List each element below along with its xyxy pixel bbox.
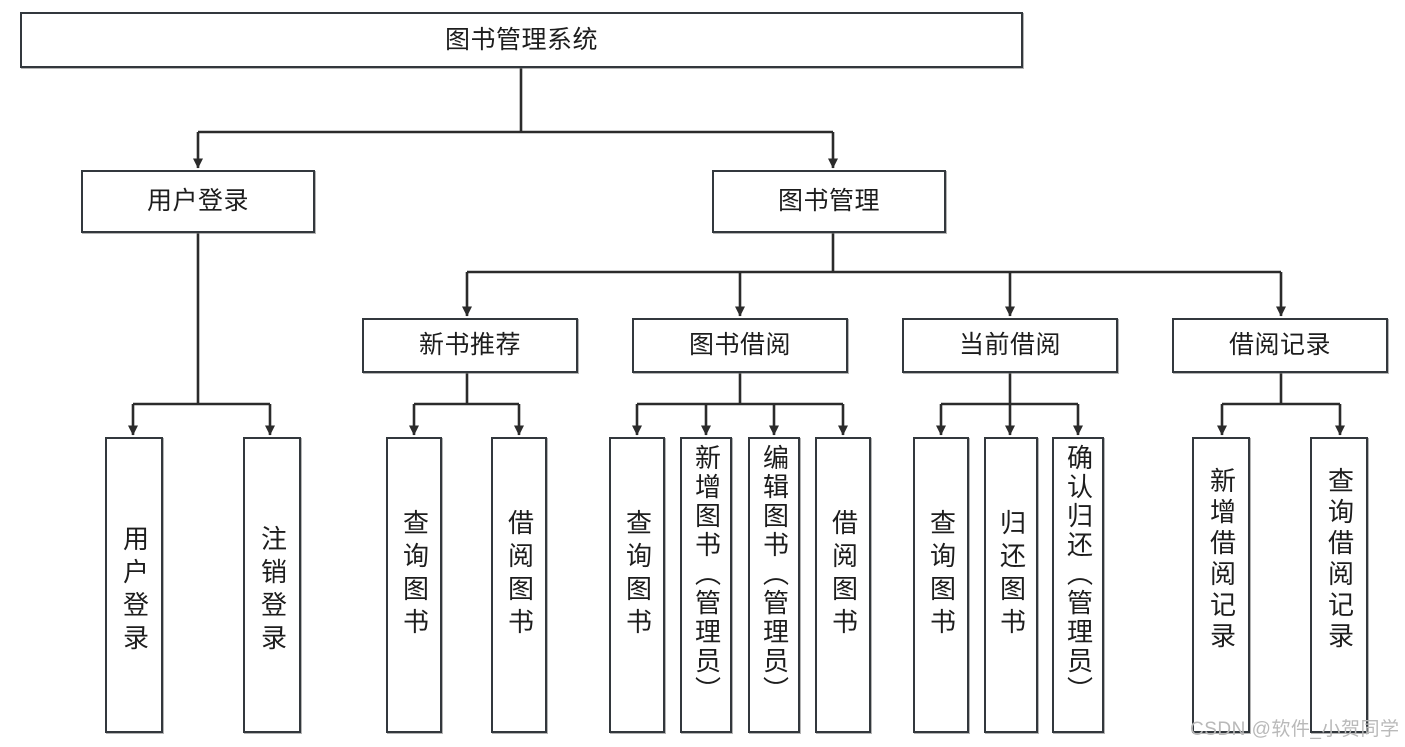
node-leaf-return-book[interactable]: 归还图书 — [984, 437, 1038, 733]
node-leaf-edit-book-label: 编辑图书（管理员） — [759, 444, 790, 705]
node-leaf-user-login[interactable]: 用户登录 — [105, 437, 163, 733]
node-leaf-add-record[interactable]: 新增借阅记录 — [1192, 437, 1250, 733]
node-leaf-logout[interactable]: 注销登录 — [243, 437, 301, 733]
node-leaf-query-book-1[interactable]: 查询图书 — [386, 437, 442, 733]
node-leaf-edit-book[interactable]: 编辑图书（管理员） — [748, 437, 800, 733]
edge-group-user-login — [128, 233, 275, 436]
node-leaf-borrow-book-1[interactable]: 借阅图书 — [491, 437, 547, 733]
node-leaf-query-book-2-label: 查询图书 — [622, 509, 653, 641]
node-leaf-borrow-book-1-label: 借阅图书 — [504, 509, 535, 641]
node-leaf-query-book-3-label: 查询图书 — [926, 509, 957, 641]
node-borrow-record-label: 借阅记录 — [1228, 331, 1331, 360]
node-new-book-rec[interactable]: 新书推荐 — [362, 318, 578, 373]
edge-group-book-manage — [462, 233, 1286, 317]
node-leaf-borrow-book-2[interactable]: 借阅图书 — [815, 437, 871, 733]
node-book-borrow-label: 图书借阅 — [688, 331, 791, 360]
node-root-label: 图书管理系统 — [444, 25, 598, 54]
node-leaf-query-record-label: 查询借阅记录 — [1324, 467, 1355, 653]
node-leaf-return-book-label: 归还图书 — [996, 509, 1027, 641]
node-leaf-add-book-label: 新增图书（管理员） — [691, 444, 722, 705]
node-book-manage-label: 图书管理 — [777, 187, 880, 216]
node-leaf-user-login-label: 用户登录 — [119, 525, 150, 657]
node-leaf-borrow-book-2-label: 借阅图书 — [828, 509, 859, 641]
node-user-login-label: 用户登录 — [146, 187, 249, 216]
node-leaf-query-book-2[interactable]: 查询图书 — [609, 437, 665, 733]
node-leaf-query-record[interactable]: 查询借阅记录 — [1310, 437, 1368, 733]
node-borrow-record[interactable]: 借阅记录 — [1172, 318, 1388, 373]
node-leaf-query-book-3[interactable]: 查询图书 — [913, 437, 969, 733]
node-leaf-confirm-return[interactable]: 确认归还（管理员） — [1052, 437, 1104, 733]
edge-group-borrow-record — [1217, 373, 1345, 436]
csdn-watermark: CSDN @软件_小贺同学 — [1190, 719, 1400, 740]
node-book-borrow[interactable]: 图书借阅 — [632, 318, 848, 373]
node-leaf-add-record-label: 新增借阅记录 — [1206, 467, 1237, 653]
edge-group-current-borrow — [936, 373, 1083, 436]
node-leaf-confirm-return-label: 确认归还（管理员） — [1063, 444, 1094, 705]
edge-group-new-book-rec — [409, 373, 524, 436]
edge-group-root — [193, 68, 838, 169]
node-leaf-query-book-1-label: 查询图书 — [399, 509, 430, 641]
node-book-manage[interactable]: 图书管理 — [712, 170, 946, 233]
node-user-login[interactable]: 用户登录 — [81, 170, 315, 233]
node-current-borrow[interactable]: 当前借阅 — [902, 318, 1118, 373]
node-leaf-logout-label: 注销登录 — [257, 525, 288, 657]
node-current-borrow-label: 当前借阅 — [958, 331, 1061, 360]
node-leaf-add-book[interactable]: 新增图书（管理员） — [680, 437, 732, 733]
node-root[interactable]: 图书管理系统 — [20, 12, 1023, 68]
edge-group-book-borrow — [632, 373, 848, 436]
node-new-book-rec-label: 新书推荐 — [418, 331, 521, 360]
